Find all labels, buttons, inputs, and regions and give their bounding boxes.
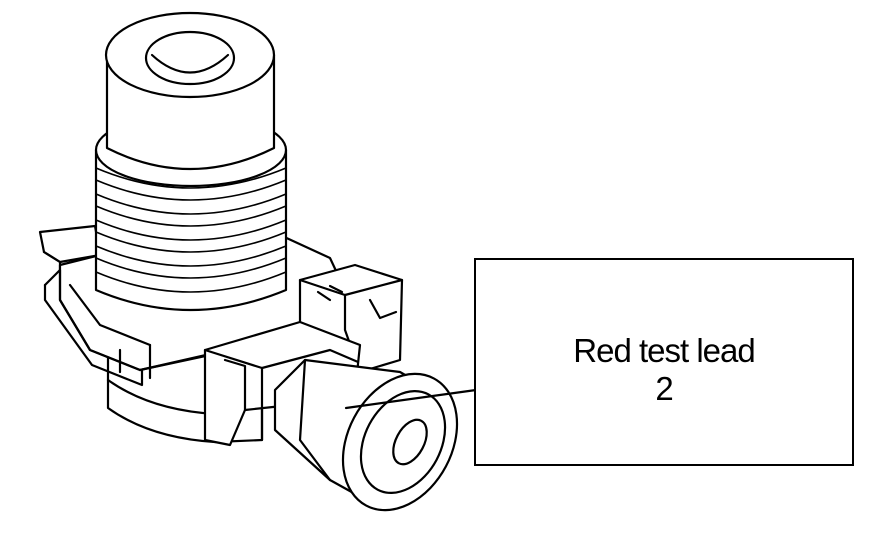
callout-number: 2 (655, 370, 673, 407)
leader-line (344, 388, 478, 410)
side-connector (273, 358, 459, 512)
upper-cylinder (104, 11, 276, 171)
callout-label: Red test lead (573, 332, 755, 369)
callout-box: Red test lead 2 (474, 258, 854, 466)
